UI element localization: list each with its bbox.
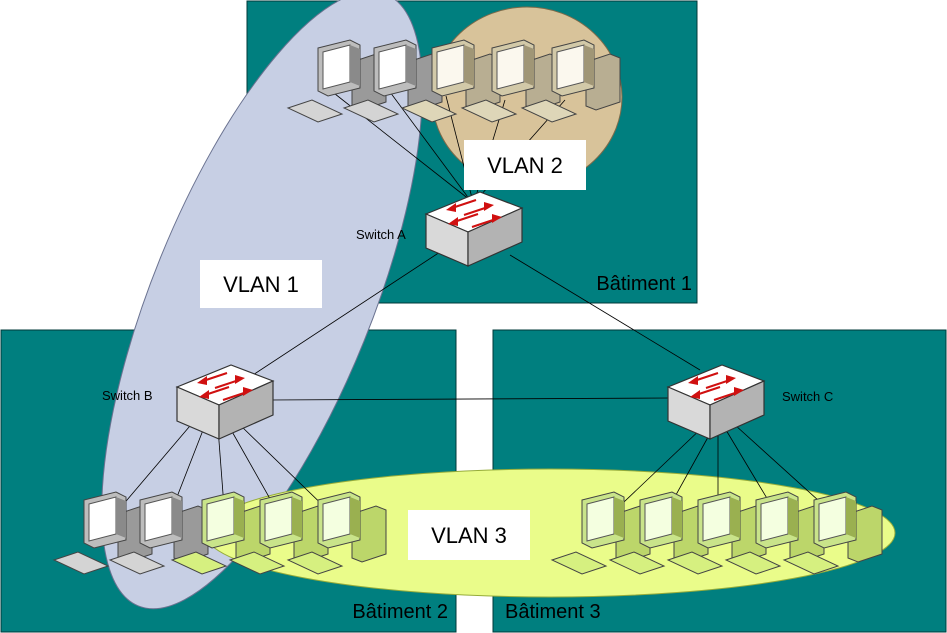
switch-c-label: Switch C — [782, 389, 833, 404]
switch-a-label: Switch A — [356, 227, 406, 242]
vlan-3-label: VLAN 3 — [431, 523, 507, 548]
vlan-2-label: VLAN 2 — [487, 153, 563, 178]
building-2-label: Bâtiment 2 — [352, 601, 448, 623]
vlan-3-label-box — [408, 510, 530, 560]
vlan-1-label-box — [200, 260, 322, 308]
link-b-c — [269, 397, 671, 401]
vlan-1-label: VLAN 1 — [223, 272, 299, 297]
link-a-c — [509, 254, 701, 371]
switch-b-label: Switch B — [102, 388, 153, 403]
vlan-2-label-box — [464, 140, 586, 190]
building-1-label: Bâtiment 1 — [596, 273, 692, 295]
link-a-b — [229, 251, 441, 391]
building-3-label: Bâtiment 3 — [505, 601, 601, 623]
